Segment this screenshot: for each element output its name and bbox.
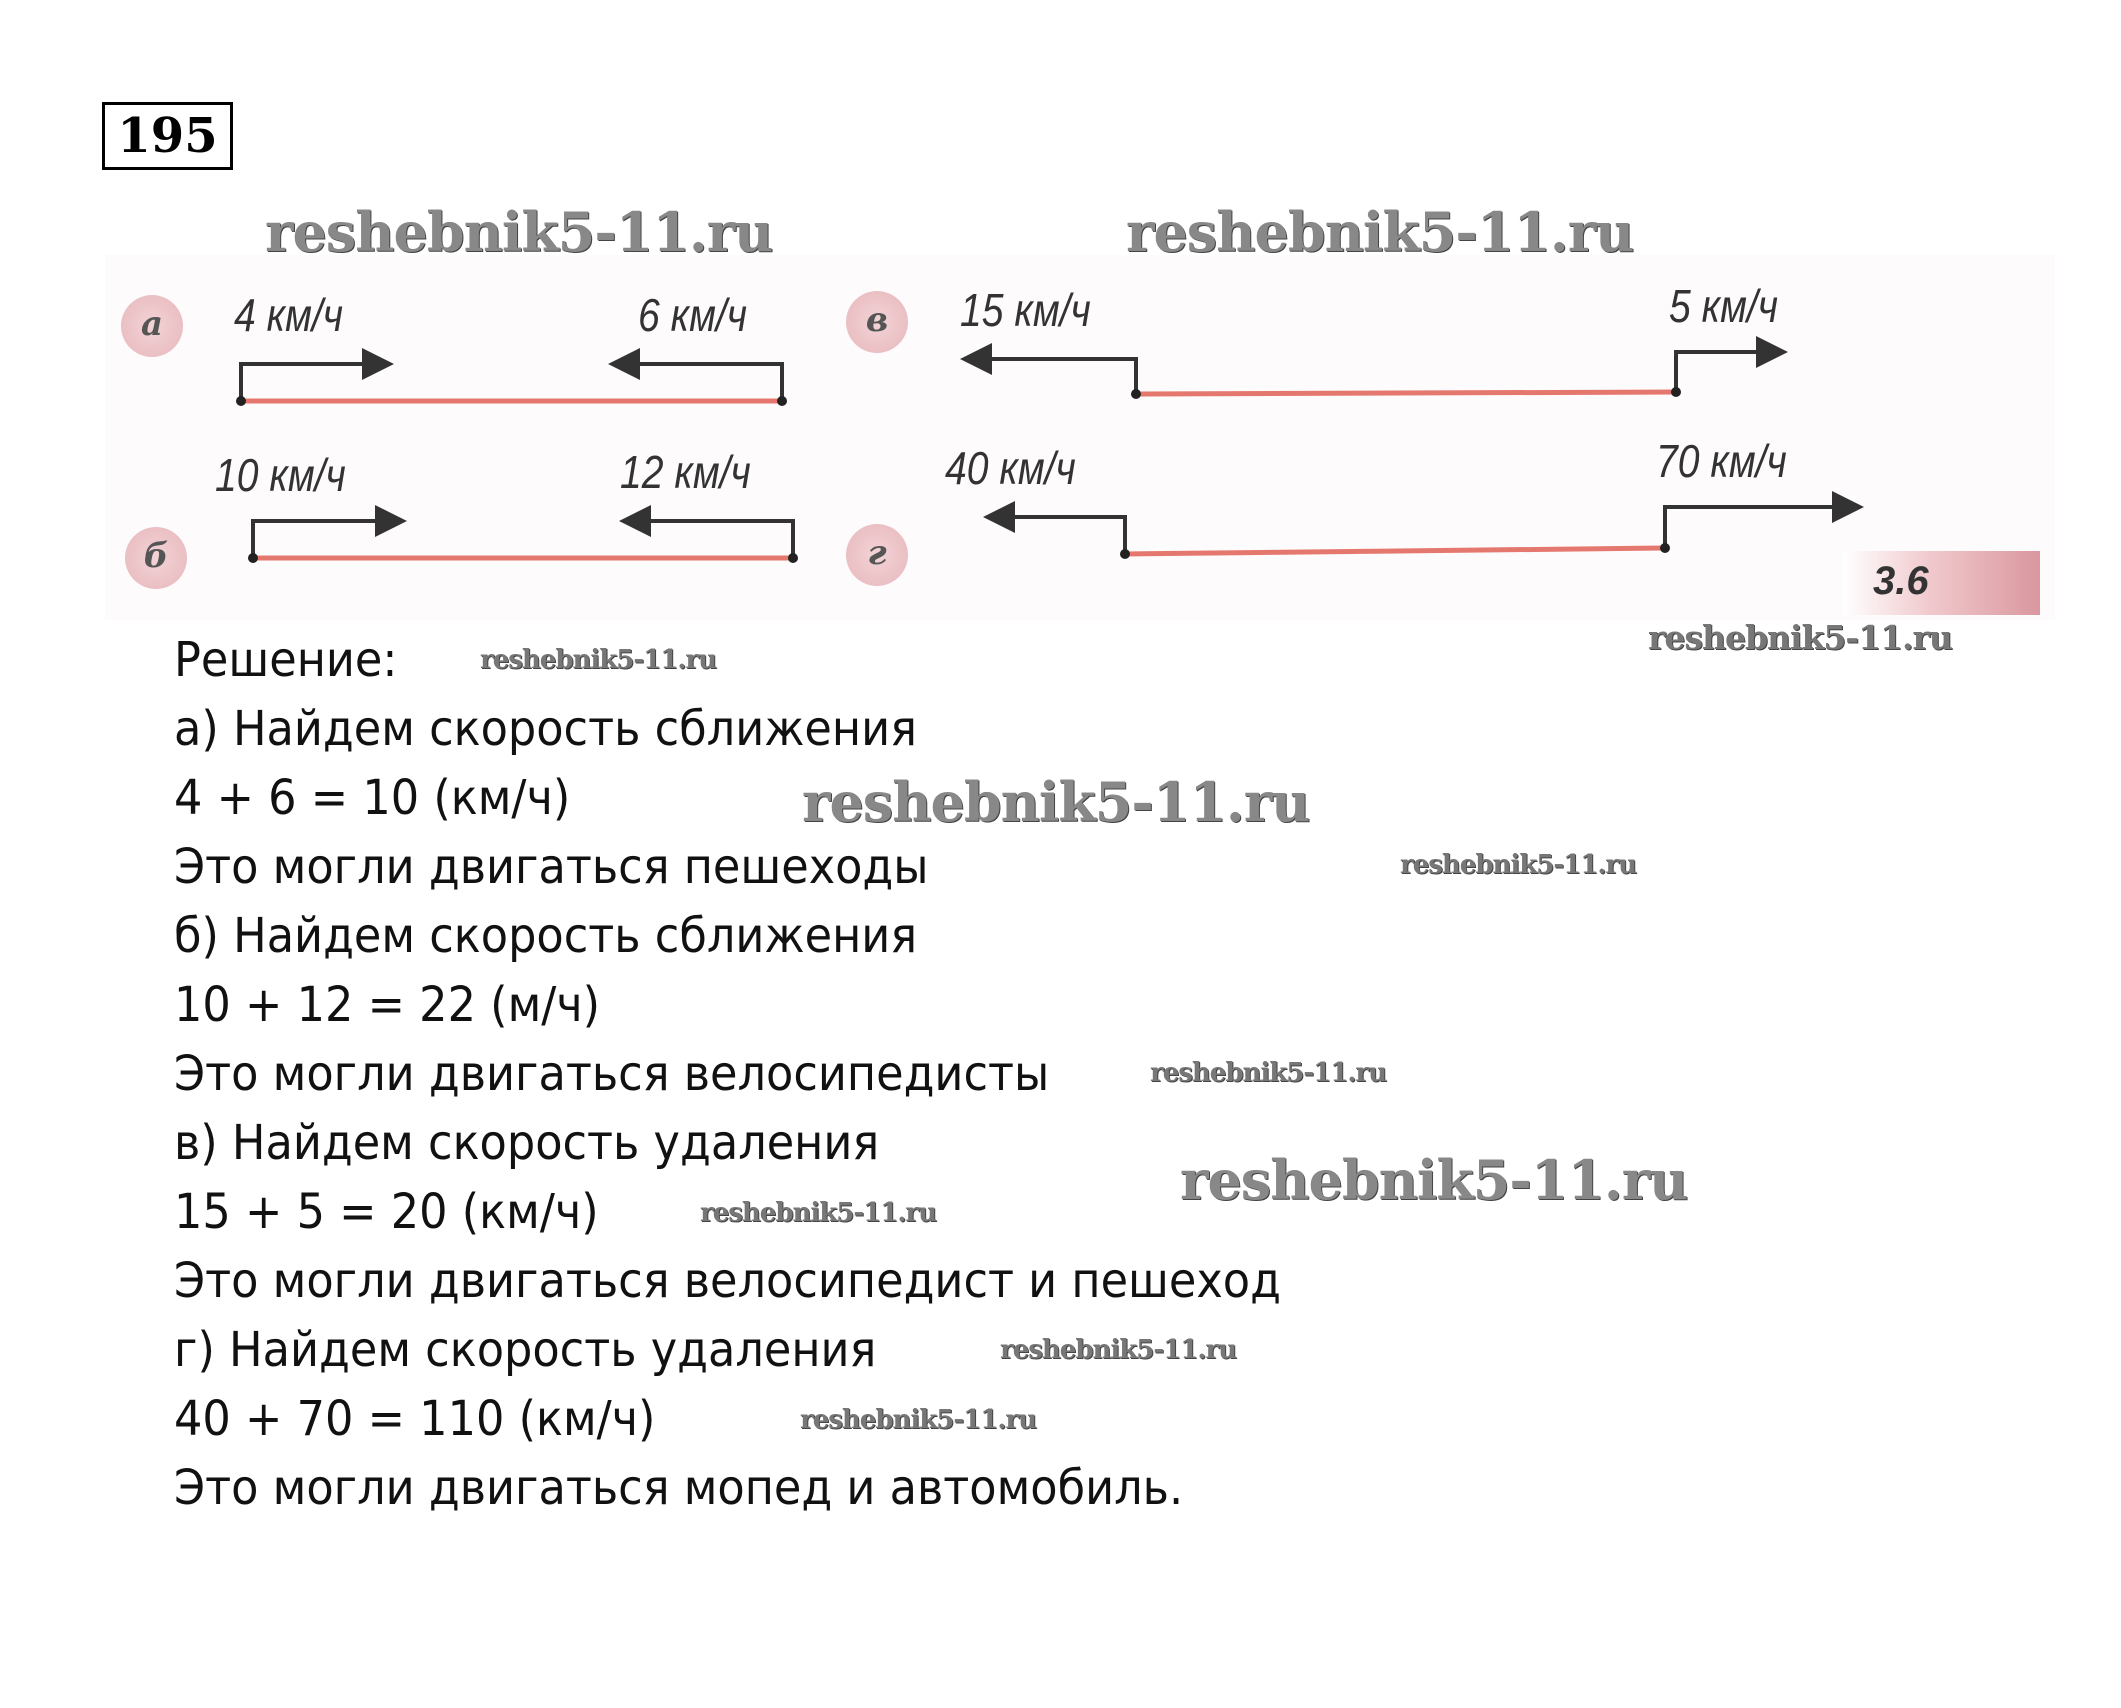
motion-diagram [236, 336, 1864, 563]
arrow-v-left [960, 343, 1138, 394]
figure-number-tab: 3.6 [1843, 551, 2040, 615]
watermark: reshebnik5-11.ru [700, 1198, 937, 1228]
solution-line: 10 + 12 = 22 (м/ч) [174, 977, 601, 1033]
watermark: reshebnik5-11.ru [1648, 618, 1953, 657]
panel-letter-b: б [125, 527, 187, 589]
arrow-g-right [1663, 491, 1864, 548]
arrow-a-left [239, 348, 394, 401]
arrow-g-left [983, 501, 1127, 554]
solution-line: Это могли двигаться пешеходы [174, 839, 929, 895]
watermark: reshebnik5-11.ru [1000, 1335, 1237, 1365]
speed-label: 4 км/ч [234, 289, 343, 341]
solution-line: а) Найдем скорость сближения [174, 701, 917, 757]
speed-label: 6 км/ч [638, 289, 747, 341]
solution-line: 15 + 5 = 20 (км/ч) [174, 1184, 599, 1240]
watermark: reshebnik5-11.ru [1180, 1148, 1688, 1212]
solution-line: в) Найдем скорость удаления [174, 1115, 880, 1171]
segment-g [1124, 545, 1666, 557]
arrow-a-right [608, 348, 784, 401]
arrow-b-right [619, 505, 795, 558]
watermark: reshebnik5-11.ru [800, 1405, 1037, 1435]
watermark: reshebnik5-11.ru [802, 770, 1310, 834]
panel-letter-v: в [846, 291, 908, 353]
watermark: reshebnik5-11.ru [1126, 200, 1634, 264]
panel-letter-a: а [121, 295, 183, 357]
solution-line: б) Найдем скорость сближения [174, 908, 918, 964]
solution-line: Это могли двигаться велосипедисты [174, 1046, 1050, 1102]
solution-heading: Решение: [174, 632, 398, 688]
watermark: reshebnik5-11.ru [265, 200, 773, 264]
speed-label: 15 км/ч [960, 284, 1091, 336]
solution-line: 40 + 70 = 110 (км/ч) [174, 1391, 656, 1447]
solution-line: Это могли двигаться велосипедист и пешех… [174, 1253, 1281, 1309]
arrow-v-right [1674, 336, 1788, 392]
watermark: reshebnik5-11.ru [1150, 1058, 1387, 1088]
solution-line: Это могли двигаться мопед и автомобиль. [174, 1460, 1184, 1516]
speed-label: 12 км/ч [620, 446, 751, 498]
speed-label: 5 км/ч [1669, 280, 1778, 332]
solution-line: 4 + 6 = 10 (км/ч) [174, 770, 571, 826]
watermark: reshebnik5-11.ru [480, 645, 717, 675]
panel-letter-g: г [846, 524, 908, 586]
watermark: reshebnik5-11.ru [1400, 850, 1637, 880]
speed-label: 40 км/ч [945, 442, 1076, 494]
problem-number: 195 [102, 102, 233, 170]
segment-v [1135, 389, 1677, 397]
speed-label: 10 км/ч [215, 449, 346, 501]
solution-line: г) Найдем скорость удаления [174, 1322, 877, 1378]
figure-number: 3.6 [1873, 559, 1929, 603]
arrow-b-left [251, 505, 407, 558]
speed-label: 70 км/ч [1656, 435, 1787, 487]
